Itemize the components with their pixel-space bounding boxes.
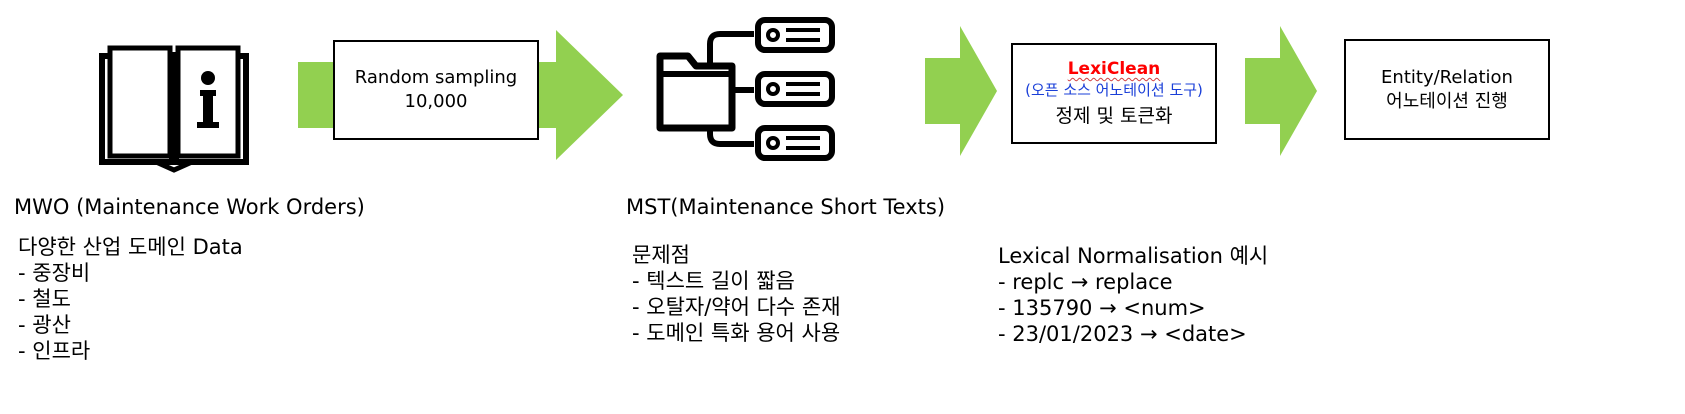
list-item: - 광산 xyxy=(18,313,71,337)
normalisation-examples: Lexical Normalisation 예시 - replc → repla… xyxy=(998,243,1268,347)
annotation-line1: Entity/Relation xyxy=(1381,66,1513,88)
book-info-icon xyxy=(99,45,249,173)
annotation-box: Entity/Relation 어노테이션 진행 xyxy=(1344,39,1550,140)
mst-problems: 문제점 - 텍스트 길이 짧음 - 오탈자/약어 다수 존재 - 도메인 특화 … xyxy=(632,242,841,346)
arrow-mst-to-lexiclean xyxy=(925,26,997,156)
mst-caption: MST(Maintenance Short Texts) xyxy=(626,195,946,219)
normalisation-heading: Lexical Normalisation 예시 xyxy=(998,244,1269,268)
list-item: - 23/01/2023 → <date> xyxy=(998,322,1247,346)
list-item: - 도메인 특화 용어 사용 xyxy=(632,321,841,345)
mwo-description: 다양한 산업 도메인 Data - 중장비 - 철도 - 광산 - 인프라 xyxy=(18,234,243,364)
list-item: - 텍스트 길이 짧음 xyxy=(632,269,795,293)
arrow-shape xyxy=(1245,26,1317,156)
lexiclean-box: LexiClean (오픈 소스 어노테이션 도구) 정제 및 토큰화 xyxy=(1011,43,1217,144)
lexiclean-subtitle: (오픈 소스 어노테이션 도구) xyxy=(1025,81,1203,99)
list-item: - 135790 → <num> xyxy=(998,296,1206,320)
mst-heading: 문제점 xyxy=(632,243,690,267)
arrow-lexiclean-to-annotation xyxy=(1245,26,1317,156)
folder-tree-icon xyxy=(656,17,835,161)
arrow-shape xyxy=(925,26,997,156)
list-item: - 중장비 xyxy=(18,261,91,285)
list-item: - 인프라 xyxy=(18,339,91,363)
random-sampling-box: Random sampling 10,000 xyxy=(333,40,539,140)
list-item: - 철도 xyxy=(18,287,71,311)
mwo-heading: 다양한 산업 도메인 Data xyxy=(18,235,243,259)
sampling-label: Random sampling xyxy=(354,67,518,88)
list-item: - 오탈자/약어 다수 존재 xyxy=(632,295,841,319)
list-item: - replc → replace xyxy=(998,270,1173,294)
lexiclean-title: LexiClean xyxy=(1067,59,1161,79)
annotation-line2: 어노테이션 진행 xyxy=(1386,90,1508,112)
mwo-caption: MWO (Maintenance Work Orders) xyxy=(14,195,365,219)
sampling-count: 10,000 xyxy=(404,91,468,112)
lexiclean-description: 정제 및 토큰화 xyxy=(1055,105,1173,127)
